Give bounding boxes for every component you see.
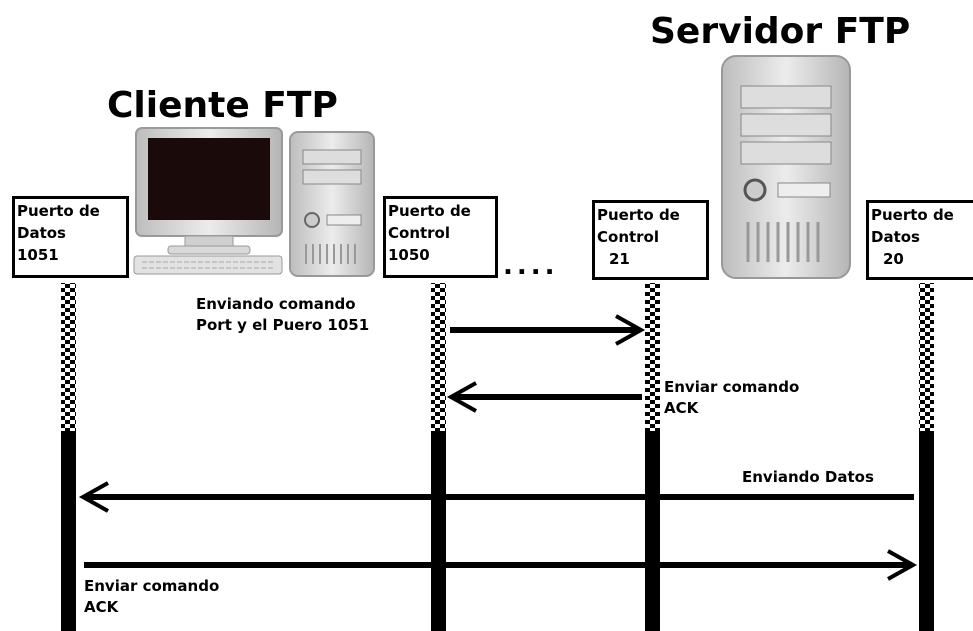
client-title: Cliente FTP [107, 85, 338, 126]
server-title: Servidor FTP [650, 11, 911, 52]
lifeline-server-data-inactive [919, 283, 934, 431]
server-data-port-box: Puerto de Datos 20 [866, 200, 973, 280]
port-box-line: Puerto de [388, 202, 471, 220]
port-box-line: Puerto de [17, 202, 100, 220]
label-port-command: Enviando comando Port y el Puero 1051 [196, 294, 369, 336]
port-box-number: 20 [883, 250, 904, 268]
label-line: Port y el Puero 1051 [196, 316, 370, 334]
label-ack-data: Enviar comando ACK [84, 576, 219, 618]
label-line: Enviando comando [196, 295, 356, 313]
port-box-line: Puerto de [597, 206, 680, 224]
arrow-ack-control [446, 381, 642, 413]
port-box-number: 21 [609, 250, 630, 268]
arrow-port-command [450, 314, 646, 346]
port-box-line: Control [597, 228, 660, 246]
lifeline-server-control-active [645, 431, 660, 631]
label-line: ACK [664, 399, 699, 417]
lifeline-client-control-active [431, 431, 446, 631]
port-box-line: Puerto de [871, 206, 954, 224]
label-line: Enviar comando [84, 577, 220, 595]
connection-ellipsis: .... [503, 251, 559, 281]
arrow-sending-data [78, 481, 914, 513]
arrow-ack-data [84, 549, 918, 581]
client-data-port-box: Puerto de Datos 1051 [12, 196, 129, 278]
lifeline-server-control-inactive [645, 283, 660, 431]
lifeline-client-data-inactive [61, 283, 76, 431]
label-ack-control: Enviar comando ACK [664, 377, 799, 419]
lifeline-client-control-inactive [431, 283, 446, 431]
port-box-line: Datos [17, 224, 66, 242]
client-tower-icon [289, 131, 375, 277]
port-box-line: Datos [871, 228, 920, 246]
lifeline-client-data-active [61, 431, 76, 631]
client-control-port-box: Puerto de Control 1050 [383, 196, 498, 278]
label-sending-data: Enviando Datos [742, 468, 874, 486]
lifeline-server-data-active [919, 431, 934, 631]
port-box-line: Control [388, 224, 451, 242]
label-line: Enviar comando [664, 378, 800, 396]
server-control-port-box: Puerto de Control 21 [592, 200, 709, 280]
port-box-number: 1050 [388, 246, 430, 264]
client-keyboard-icon [133, 255, 283, 275]
client-monitor-icon [135, 127, 283, 255]
server-tower-icon [721, 55, 851, 279]
label-line: ACK [84, 598, 119, 616]
port-box-number: 1051 [17, 246, 59, 264]
